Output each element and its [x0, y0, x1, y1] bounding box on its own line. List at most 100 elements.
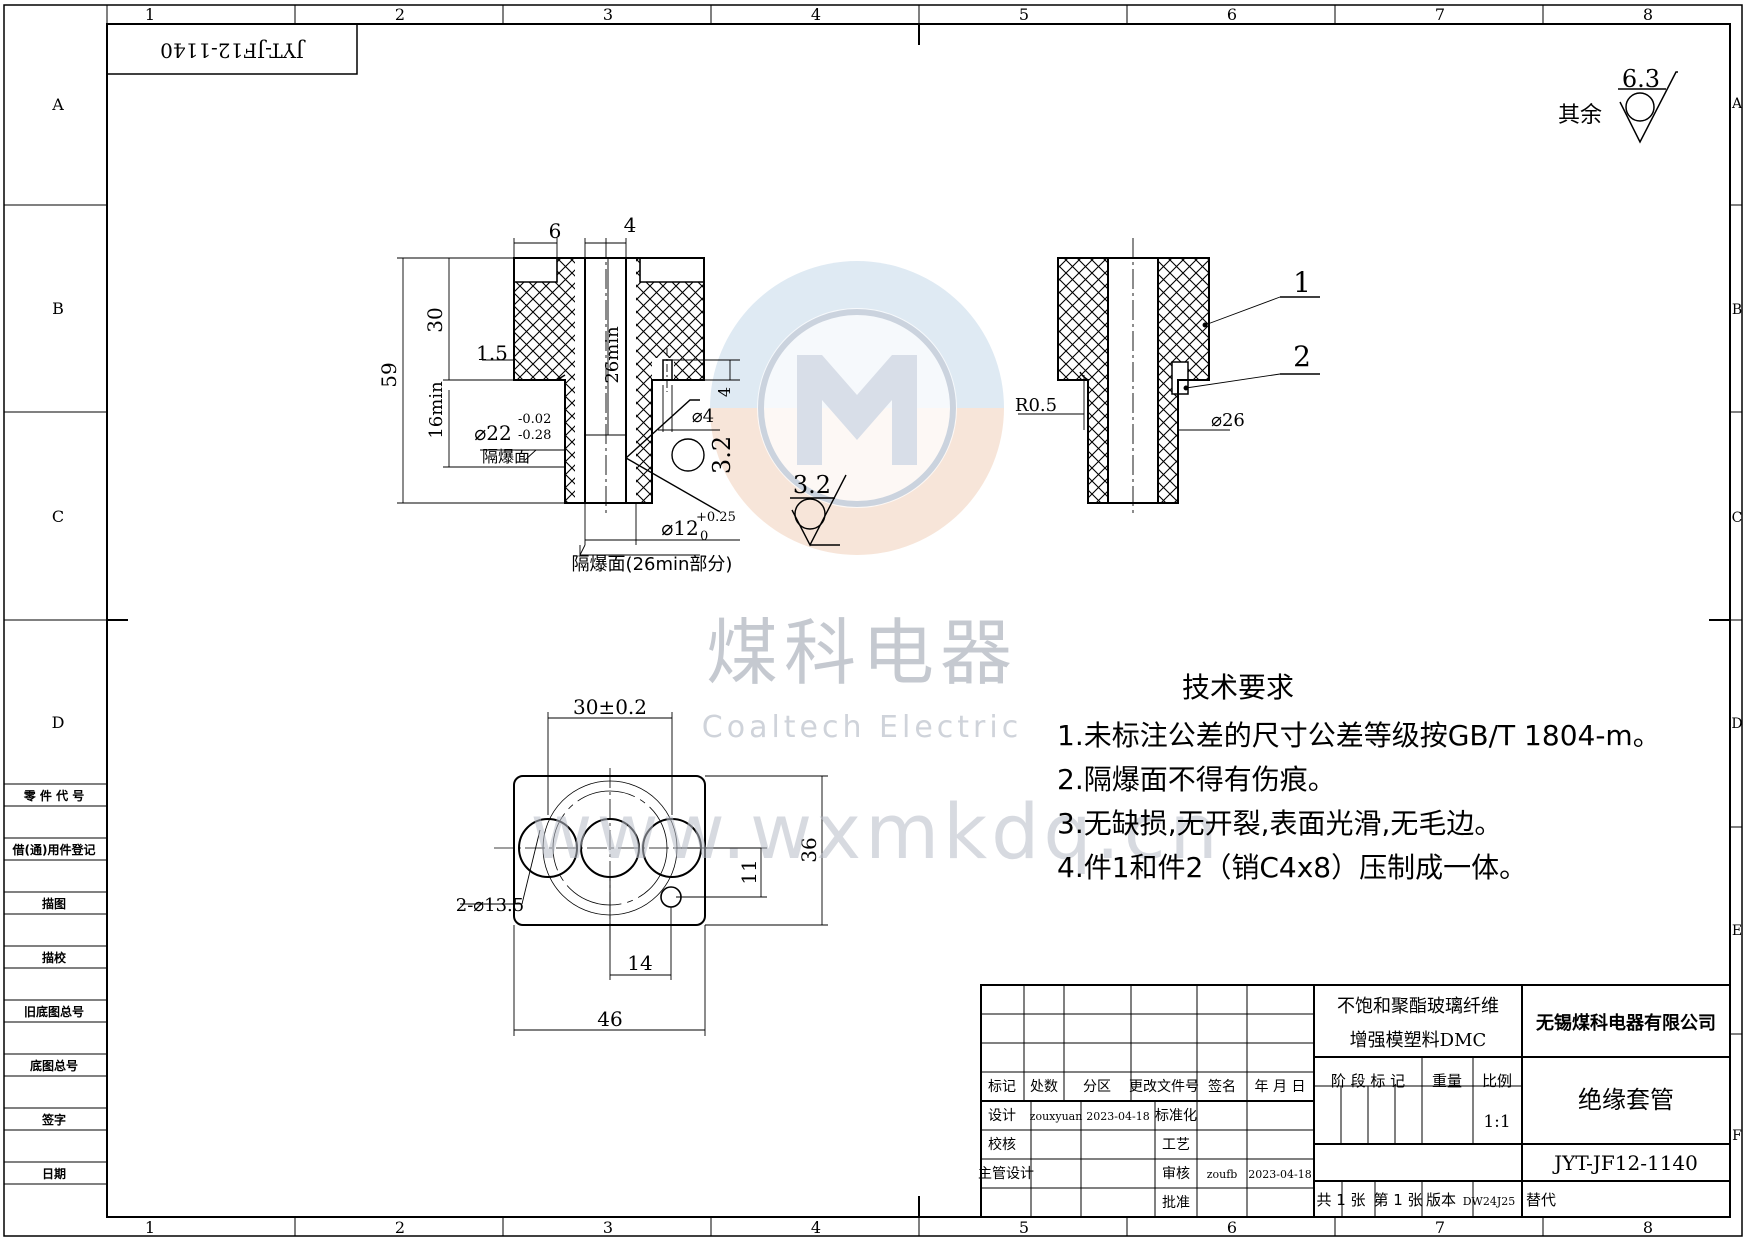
strip-borrowed-register: 借(通)用件登记	[12, 842, 96, 857]
tech-req-item-3: 3.无缺损,无开裂,表面光滑,无毛边。	[1057, 807, 1502, 840]
watermark-chinese: 煤科电器	[706, 611, 1018, 695]
dim-4-right: 4	[715, 387, 734, 397]
part-number-2: 2	[1293, 340, 1311, 373]
section-view	[397, 238, 847, 556]
dim-phi22-upper-tol: -0.02	[518, 412, 551, 427]
assembly-view-labels: R0.5 ⌀26 1 2	[1015, 266, 1311, 431]
zone-row-b-right: B	[1732, 302, 1742, 318]
zone-col-3-top: 3	[603, 5, 613, 24]
general-roughness-value: 6.3	[1622, 65, 1660, 93]
tb-sheet-number: 第 1 张	[1373, 1191, 1422, 1209]
tb-version: DW24J25	[1463, 1195, 1516, 1208]
zone-col-6-bottom: 6	[1227, 1218, 1237, 1237]
tb-scale-value: 1:1	[1483, 1112, 1510, 1132]
tb-replaces: 替代	[1526, 1191, 1556, 1209]
tb-material-line1: 不饱和聚酯玻璃纤维	[1337, 996, 1499, 1017]
tech-req-title: 技术要求	[1182, 671, 1294, 704]
dim-4-top: 4	[624, 213, 637, 237]
dim-phi12-upper-tol: +0.25	[696, 510, 736, 525]
strip-base-number: 底图总号	[30, 1058, 78, 1073]
dim-phi12: ⌀12	[661, 516, 699, 540]
zone-col-7-top: 7	[1435, 5, 1445, 24]
watermark-logo	[710, 261, 1004, 555]
plan-view-labels: 30±0.2 36 11 14 46 2-⌀13.5	[456, 695, 821, 1031]
strip-date: 日期	[42, 1166, 66, 1181]
tb-header-mark: 标记	[988, 1079, 1016, 1095]
dim-6: 6	[549, 219, 562, 243]
dim-59: 59	[377, 362, 401, 387]
dim-holes-2x-13-5: 2-⌀13.5	[456, 895, 524, 916]
label-barrier-surface: 隔爆面	[482, 447, 530, 466]
strip-signature: 签字	[41, 1112, 66, 1127]
tb-reviewer: zoufb	[1207, 1168, 1238, 1181]
tb-drawing-number: JYT-JF12-1140	[1552, 1151, 1698, 1175]
section-hatch-left	[514, 258, 575, 503]
tb-review-date: 2023-04-18	[1248, 1168, 1311, 1181]
zone-col-3-bottom: 3	[603, 1218, 613, 1237]
tb-header-sign: 签名	[1208, 1078, 1236, 1095]
dim-phi22: ⌀22	[474, 421, 512, 445]
zone-row-d-left: D	[52, 713, 65, 732]
zone-row-a-right: A	[1731, 96, 1743, 112]
tb-check-label: 校核	[988, 1136, 1016, 1153]
tech-req-item-2: 2.隔爆面不得有伤痕。	[1057, 763, 1336, 796]
general-roughness-label: 其余	[1558, 103, 1602, 128]
title-block-labels: 标记 处数 分区 更改文件号 签名 年 月 日 设计 zouxyuan 2023…	[978, 996, 1716, 1211]
tech-req-item-4: 4.件1和件2（销C4x8）压制成一体。	[1057, 851, 1527, 884]
dim-11: 11	[737, 859, 761, 884]
zone-row-c-left: C	[52, 507, 64, 526]
section-view-labels: 6 4 30 59 1.5 26min 16min 4 ⌀4 ⌀22 -0.02…	[377, 213, 831, 575]
zone-row-f-right: F	[1732, 1128, 1742, 1144]
zone-col-8-top: 8	[1643, 5, 1653, 24]
tb-material-line2: 增强模塑料DMC	[1350, 1030, 1487, 1051]
tb-design-date: 2023-04-18	[1086, 1110, 1149, 1123]
strip-old-base-number: 旧底图总号	[24, 1004, 84, 1019]
tb-stage-label: 阶 段 标 记	[1331, 1072, 1405, 1090]
tech-req-item-1: 1.未标注公差的尺寸公差等级按GB/T 1804-m。	[1057, 719, 1661, 752]
zone-col-4-top: 4	[811, 5, 821, 24]
zone-row-a-left: A	[51, 95, 64, 114]
tb-standardization: 标准化	[1155, 1108, 1197, 1124]
tb-chief-designer: 主管设计	[978, 1166, 1034, 1182]
tb-weight-label: 重量	[1432, 1072, 1462, 1090]
title-block	[980, 984, 1731, 1218]
technical-requirements: 技术要求 1.未标注公差的尺寸公差等级按GB/T 1804-m。 2.隔爆面不得…	[1057, 671, 1661, 884]
dim-14: 14	[627, 951, 652, 975]
zone-col-5-top: 5	[1019, 5, 1029, 24]
zone-col-1-bottom: 1	[145, 1218, 155, 1237]
tb-header-date: 年 月 日	[1255, 1079, 1306, 1095]
drawing-number-rotated: JYT-JF12-1140	[160, 39, 306, 63]
plan-view	[460, 712, 828, 1036]
dim-46: 46	[597, 1007, 622, 1031]
dim-30-tol: 30±0.2	[573, 695, 647, 719]
zone-labels: 1 2 3 4 5 6 7 8 1 2 3 4 5 6 7 8 A B C D …	[51, 5, 1743, 1237]
zone-row-b-left: B	[52, 299, 64, 318]
dim-phi22-lower-tol: -0.28	[518, 428, 551, 443]
watermark-english: Coaltech Electric	[702, 710, 1022, 745]
strip-part-code: 零 件 代 号	[23, 788, 85, 803]
watermark-url: www.wxmkdq.cn	[530, 787, 1221, 876]
strip-tracing: 描图	[42, 896, 66, 911]
roughness-3-2-section: 3.2	[708, 436, 736, 474]
assembly-view	[1018, 238, 1320, 515]
zone-col-2-top: 2	[395, 5, 405, 24]
strip-trace-check: 描校	[42, 950, 67, 965]
zone-col-8-bottom: 8	[1643, 1218, 1653, 1237]
dim-phi26: ⌀26	[1211, 410, 1245, 431]
general-roughness-symbol	[1618, 71, 1678, 144]
dim-16min: 16min	[426, 381, 447, 439]
label-barrier-surface-note: 隔爆面(26min部分)	[572, 554, 733, 575]
tb-scale-label: 比例	[1482, 1072, 1512, 1090]
zone-row-e-right: E	[1732, 923, 1742, 939]
section-hatch-right	[636, 258, 704, 503]
tb-header-zone: 分区	[1083, 1079, 1111, 1095]
tb-approve-label: 批准	[1162, 1195, 1190, 1211]
dim-1-5: 1.5	[476, 341, 508, 365]
tb-designer: zouxyuan	[1030, 1110, 1083, 1123]
dim-30: 30	[423, 307, 447, 332]
tb-header-count: 处数	[1030, 1079, 1058, 1095]
zone-col-4-bottom: 4	[811, 1218, 821, 1237]
tb-header-change-doc: 更改文件号	[1129, 1079, 1199, 1095]
tb-process: 工艺	[1162, 1137, 1190, 1153]
